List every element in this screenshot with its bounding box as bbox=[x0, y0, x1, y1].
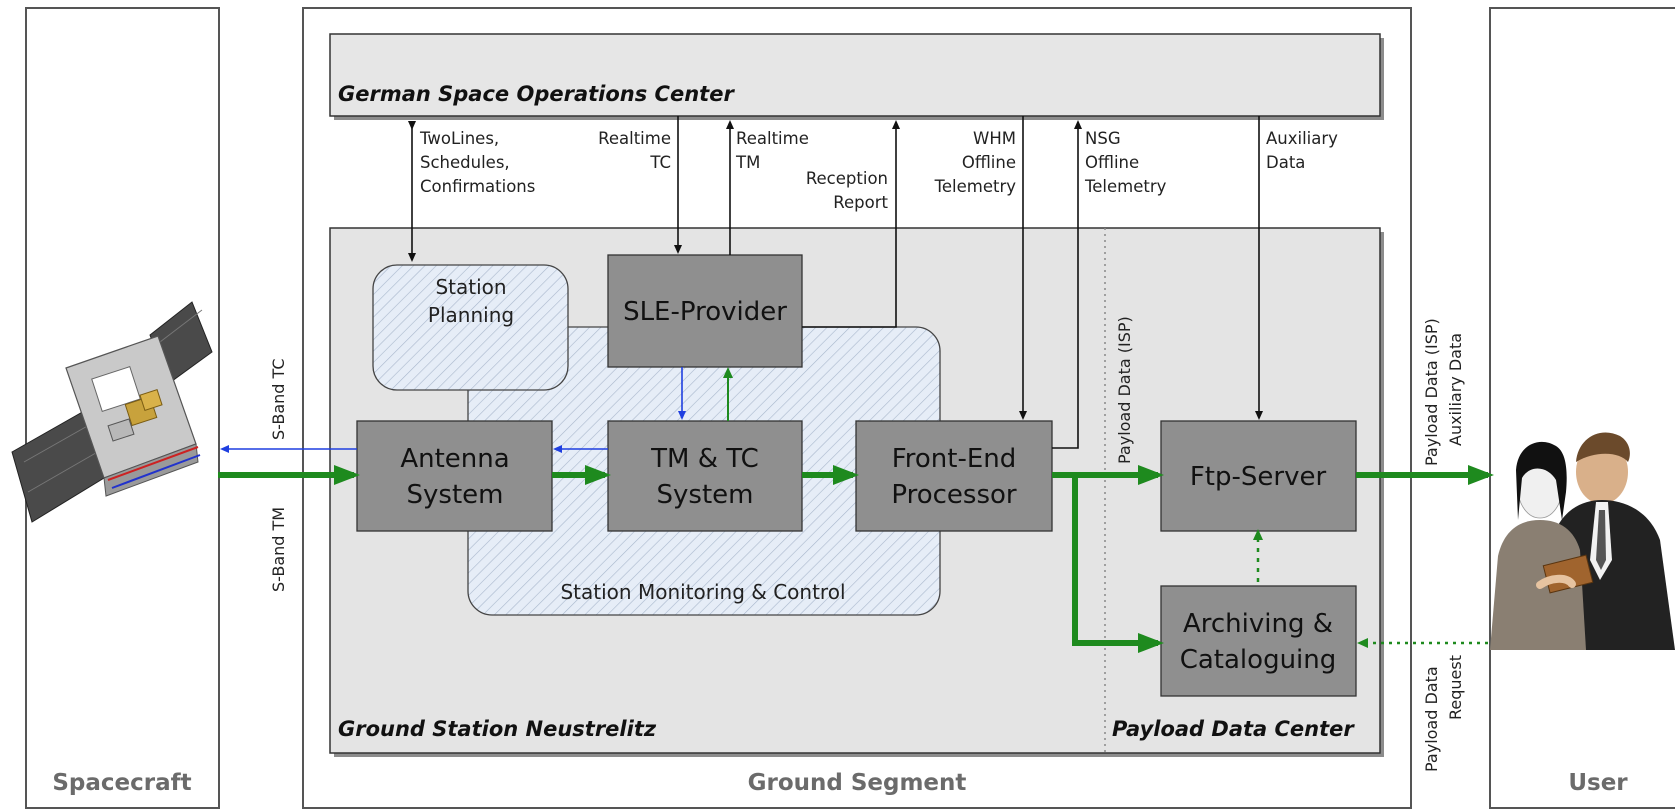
front-end-processor-box: Front-End Processor bbox=[855, 420, 1053, 532]
fep-to-archiving-arrow bbox=[1072, 475, 1164, 653]
user-label: User bbox=[1568, 770, 1628, 796]
sband-tm-label: S-Band TM bbox=[269, 507, 288, 592]
svg-text:NSG: NSG bbox=[1085, 129, 1121, 148]
gsoc-title: German Space Operations Center bbox=[338, 82, 735, 106]
payload-center-title: Payload Data Center bbox=[1112, 717, 1355, 741]
payload-out-label-1: Payload Data (ISP) bbox=[1422, 318, 1441, 466]
realtime-tc-label: Realtime TC bbox=[598, 129, 671, 172]
archiving-box: Archiving & Cataloguing bbox=[1160, 585, 1357, 697]
svg-text:Offline: Offline bbox=[962, 153, 1016, 172]
station-planning-label-2: Planning bbox=[428, 303, 514, 327]
fep-label-1: Front-End bbox=[892, 444, 1017, 474]
svg-text:Telemetry: Telemetry bbox=[1084, 177, 1167, 196]
antenna-label-1: Antenna bbox=[400, 444, 509, 474]
svg-text:Schedules,: Schedules, bbox=[420, 153, 510, 172]
svg-text:Auxiliary: Auxiliary bbox=[1266, 129, 1338, 148]
station-planning-label-1: Station bbox=[435, 275, 506, 299]
svg-text:Realtime: Realtime bbox=[736, 129, 809, 148]
payload-request-label-1: Payload Data bbox=[1422, 666, 1441, 772]
ftp-label: Ftp-Server bbox=[1190, 462, 1327, 492]
svg-text:TM: TM bbox=[735, 153, 760, 172]
antenna-system-box: Antenna System bbox=[356, 420, 553, 532]
svg-text:Reception: Reception bbox=[806, 169, 888, 188]
ftp-server-box: Ftp-Server bbox=[1160, 420, 1357, 532]
users-illustration bbox=[1490, 432, 1675, 650]
payload-isp-label: Payload Data (ISP) bbox=[1115, 316, 1134, 464]
payload-out-label-2: Auxiliary Data bbox=[1446, 333, 1465, 446]
reception-report-arrow bbox=[802, 120, 900, 328]
svg-text:Realtime: Realtime bbox=[598, 129, 671, 148]
tmtc-label-2: System bbox=[657, 480, 754, 510]
sle-provider-box: SLE-Provider bbox=[607, 254, 803, 368]
svg-text:Data: Data bbox=[1266, 153, 1305, 172]
archiving-label-2: Cataloguing bbox=[1180, 645, 1337, 675]
nsg-label: NSG Offline Telemetry bbox=[1084, 129, 1167, 196]
fep-label-2: Processor bbox=[891, 480, 1017, 510]
satellite-illustration bbox=[11, 301, 213, 523]
station-planning-region bbox=[372, 264, 569, 391]
ground-segment-label: Ground Segment bbox=[748, 770, 967, 796]
reception-report-label: Reception Report bbox=[806, 169, 889, 212]
archiving-label-1: Archiving & bbox=[1183, 609, 1333, 639]
tmtc-system-box: TM & TC System bbox=[607, 420, 803, 532]
sband-tc-label: S-Band TC bbox=[269, 358, 288, 440]
svg-text:TwoLines,: TwoLines, bbox=[419, 129, 499, 148]
svg-text:Confirmations: Confirmations bbox=[420, 177, 535, 196]
ground-station-title: Ground Station Neustrelitz bbox=[338, 717, 657, 741]
payload-request-label-2: Request bbox=[1446, 655, 1465, 720]
station-mc-label: Station Monitoring & Control bbox=[560, 580, 845, 604]
tmtc-label-1: TM & TC bbox=[650, 444, 759, 474]
sle-provider-label: SLE-Provider bbox=[623, 297, 787, 327]
twolines-label: TwoLines, Schedules, Confirmations bbox=[419, 129, 535, 196]
svg-text:Offline: Offline bbox=[1085, 153, 1139, 172]
svg-text:Telemetry: Telemetry bbox=[934, 177, 1017, 196]
svg-text:WHM: WHM bbox=[973, 129, 1016, 148]
svg-text:TC: TC bbox=[649, 153, 671, 172]
gsoc-bar bbox=[329, 33, 1381, 117]
whm-label: WHM Offline Telemetry bbox=[934, 129, 1017, 196]
antenna-label-2: System bbox=[407, 480, 504, 510]
user-panel bbox=[1489, 7, 1675, 809]
nsg-telemetry-arrow bbox=[1052, 120, 1082, 449]
spacecraft-label: Spacecraft bbox=[52, 770, 191, 796]
realtime-tm-label: Realtime TM bbox=[735, 129, 809, 172]
svg-text:Report: Report bbox=[833, 193, 888, 212]
auxiliary-data-label: Auxiliary Data bbox=[1266, 129, 1338, 172]
